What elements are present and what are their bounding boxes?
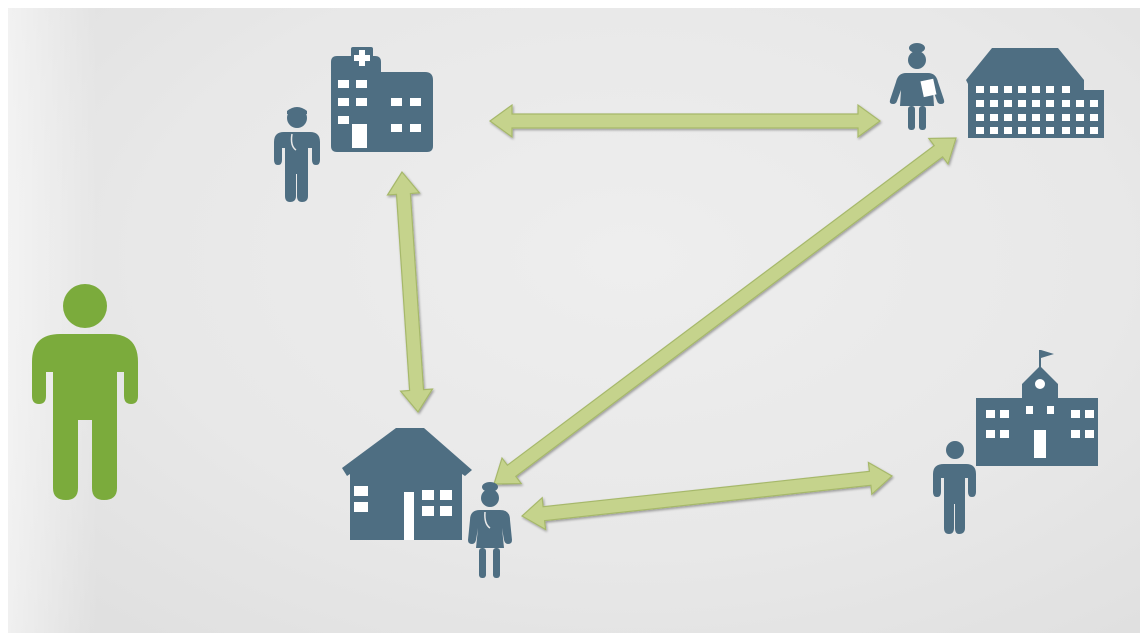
care-network-diagram: [32, 43, 1104, 578]
house-icon: [342, 428, 472, 540]
arrow-hospital-clinic: [488, 103, 882, 139]
hospital-icon: [331, 47, 433, 152]
school-person-icon: [933, 441, 976, 534]
clinic-building-icon: [966, 48, 1104, 138]
arrow-home-school: [520, 461, 894, 531]
arrow-home-clinic: [493, 137, 957, 485]
doctor-icon: [274, 107, 320, 202]
diagram-canvas: [8, 8, 1140, 633]
school-icon: [976, 350, 1098, 466]
home-nurse-icon: [468, 482, 512, 578]
arrow-hospital-home: [386, 170, 434, 414]
patient-person-icon: [32, 284, 138, 500]
nurse-icon: [889, 43, 945, 130]
